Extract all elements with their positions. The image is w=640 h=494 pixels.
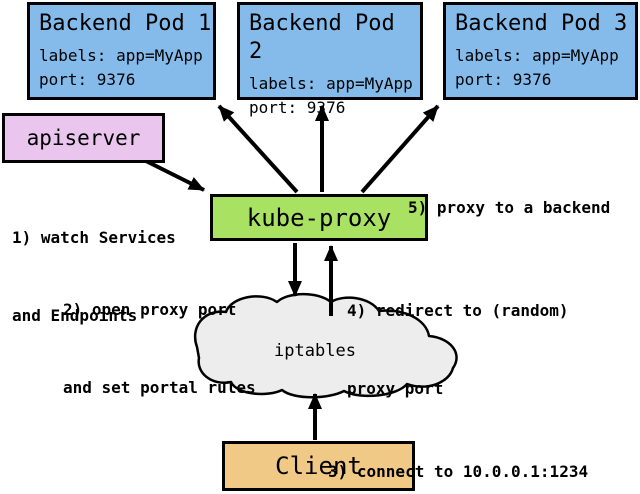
step5-proxy-to-backend-label: 5) proxy to a backend: [408, 143, 610, 273]
step4-line2: proxy port: [347, 379, 444, 398]
step5-line1: 5) proxy to a backend: [408, 198, 611, 217]
client-box: Client: [222, 441, 415, 491]
arrow-apiserver-to-kubeproxy: [145, 159, 205, 192]
backend-pod-2-title: Backend Pod 2: [249, 11, 395, 64]
step2-line2: and set portal rules: [63, 378, 256, 397]
arrow-kubeproxy-to-pod3: [360, 104, 440, 194]
backend-pod-3-box: Backend Pod 3 labels: app=MyApp port: 93…: [443, 2, 638, 100]
step1-watch-services-label: 1) watch Services and Endpoints: [12, 173, 176, 381]
backend-pod-1-port: port: 9376: [39, 70, 136, 89]
step1-line1: 1) watch Services: [12, 228, 176, 247]
iptables-cloud: [193, 292, 458, 399]
iptables-label: iptables: [274, 341, 356, 361]
backend-pod-3-title: Backend Pod 3: [455, 11, 628, 36]
backend-pod-2-box: Backend Pod 2 labels: app=MyApp port: 93…: [237, 2, 423, 117]
backend-pod-1-labels: labels: app=MyApp: [39, 46, 203, 65]
step2-line1: 2) open proxy port: [63, 300, 237, 319]
step3-line1: 3) connect to 10.0.0.1:1234: [328, 462, 589, 481]
kube-proxy-box: kube-proxy: [210, 194, 428, 241]
backend-pod-1-box: Backend Pod 1 labels: app=MyApp port: 93…: [27, 2, 216, 100]
step4-line1: 4) redirect to (random): [347, 301, 569, 320]
kube-proxy-label: kube-proxy: [246, 203, 392, 232]
arrow-kubeproxy-to-pod1: [217, 104, 299, 194]
apiserver-box: apiserver: [2, 113, 165, 163]
step4-redirect-label: 4) redirect to (random) proxy port: [347, 246, 569, 454]
backend-pod-2-labels: labels: app=MyApp: [249, 74, 413, 93]
backend-pod-2-port: port: 9376: [249, 98, 346, 117]
backend-pod-1-title: Backend Pod 1: [39, 11, 212, 36]
backend-pod-3-labels: labels: app=MyApp: [455, 46, 619, 65]
step3-connect-label: 3) connect to 10.0.0.1:1234: [328, 407, 588, 494]
client-label: Client: [275, 452, 362, 480]
step2-open-proxy-port-label: 2) open proxy port and set portal rules: [63, 245, 256, 453]
apiserver-label: apiserver: [26, 126, 141, 150]
step1-line2: and Endpoints: [12, 306, 138, 325]
backend-pod-3-port: port: 9376: [455, 70, 552, 89]
